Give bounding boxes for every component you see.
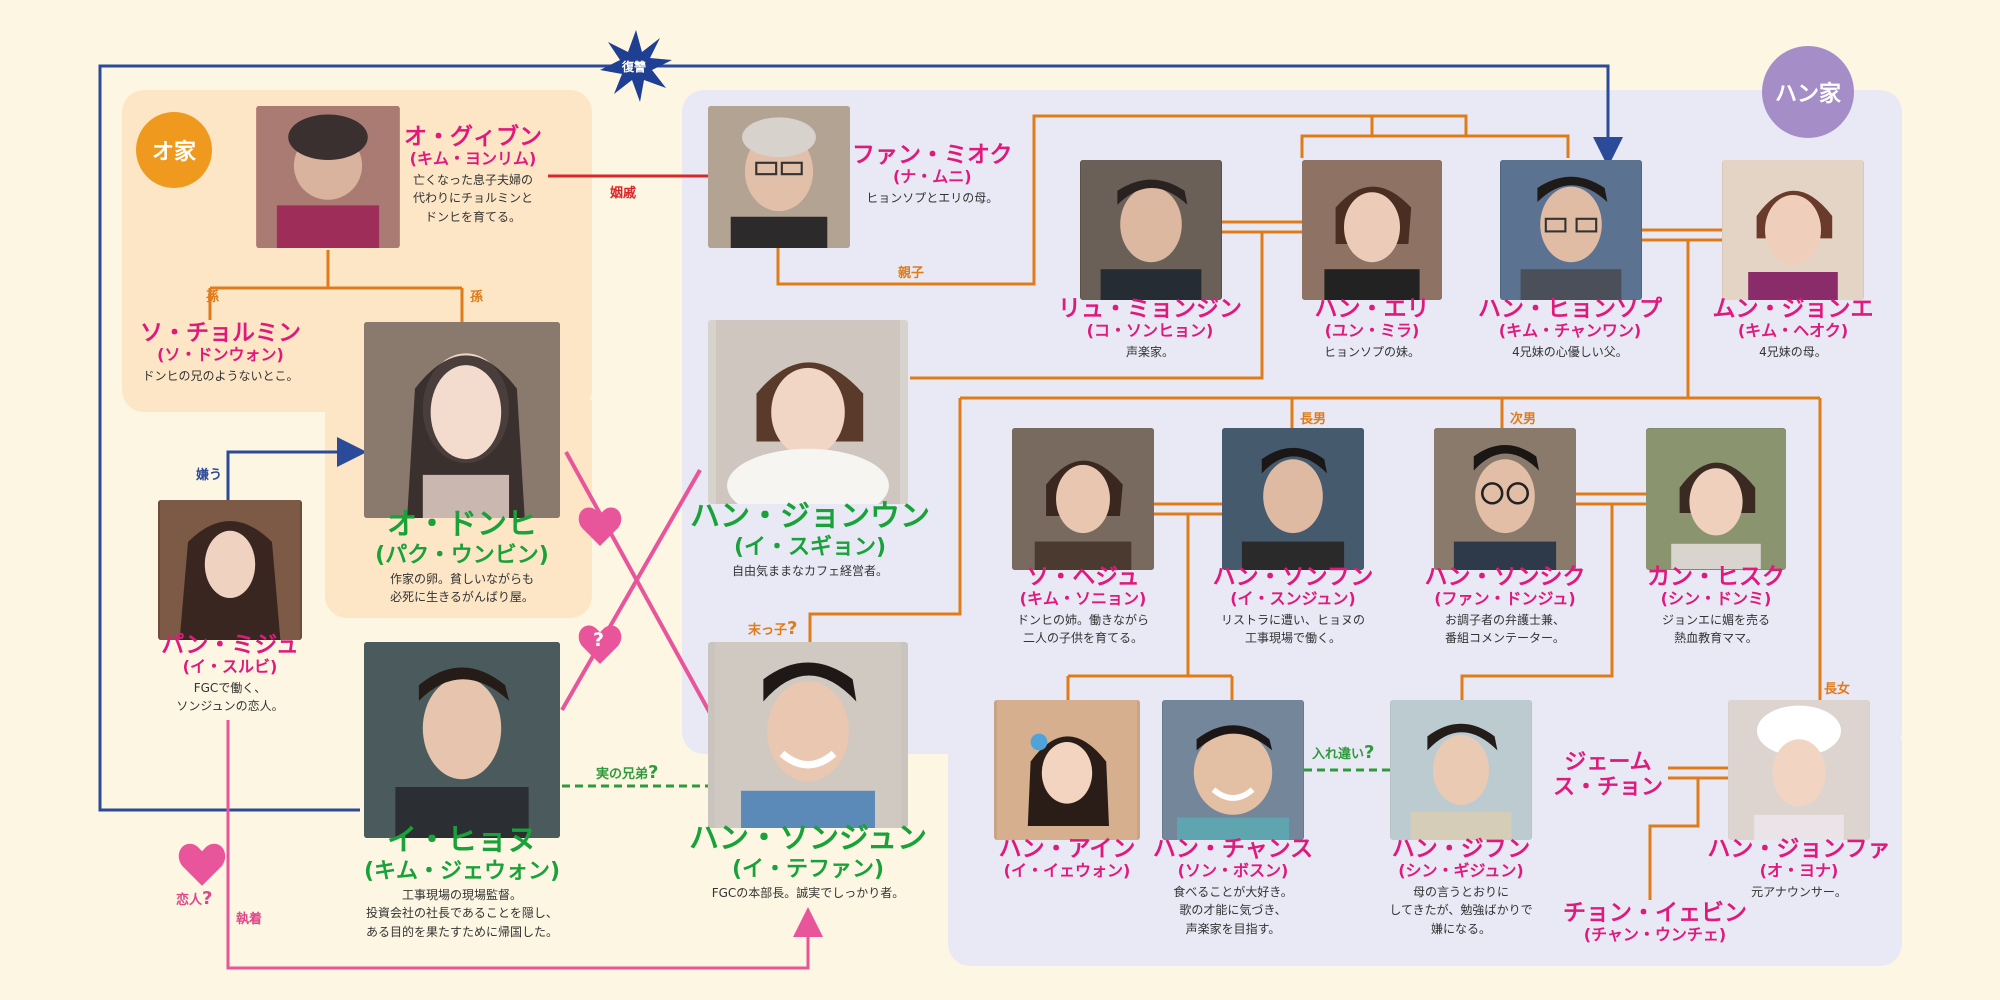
photo-han-jeongun: [708, 320, 908, 504]
char-james-chon: ジェームス・チョン: [1552, 750, 1663, 801]
char-han-jeonghwa: ハン・ジョンファ (オ・ヨナ) 元アナウンサー。: [1707, 836, 1891, 899]
char-kang-hisuk: カン・ヒスク (シン・ドンミ) ジョンエに媚を売る 熱血教育ママ。: [1647, 564, 1785, 646]
starburst-icon: 復讐: [600, 30, 672, 102]
char-mun-jeonge: ムン・ジョンエ (キム・ヘオク) 4兄妹の母。: [1712, 296, 1874, 359]
char-oh-donghee: オ・ドンヒ (パク・ウンビン) 作家の卵。貧しいながらも 必死に生きるがんばり屋…: [375, 507, 549, 605]
oh-family-badge: オ家: [136, 112, 212, 188]
photo-mun-jeonge: [1722, 160, 1864, 300]
char-pan-miju: パン・ミジュ (イ・スルビ) FGCで働く、 ソンジュンの恋人。: [161, 632, 299, 714]
dislike-line: [226, 437, 367, 500]
label-youngest: 末っ子?: [748, 618, 798, 639]
char-han-sonjun: ハン・ソンジュン (イ・テファン) FGCの本部長。誠実でしっかり者。: [689, 821, 927, 900]
char-han-chansu: ハン・チャンス (ソン・ボスン) 食べることが大好き。 歌の才能に気づき、 声楽…: [1152, 836, 1314, 937]
photo-han-chansu: [1162, 700, 1304, 840]
char-han-sonsik: ハン・ソンシク (ファン・ドンジュ) お調子者の弁護士兼、 番組コメンテーター。: [1424, 564, 1586, 646]
label-eldest-son: 長男: [1300, 412, 1327, 427]
photo-han-hyeonsop: [1500, 160, 1642, 300]
photo-kang-hisuk: [1646, 428, 1786, 570]
photo-han-ain: [994, 700, 1140, 840]
label-real-brothers: 実の兄弟?: [596, 762, 659, 783]
char-ryu-myeongjin: リュ・ミョンジン (コ・ソンヒョン) 声楽家。: [1058, 296, 1242, 359]
label-dislike: 嫌う: [196, 468, 223, 483]
char-oh-gwibun: オ・グィブン (キム・ヨンリム) 亡くなった息子夫婦の 代わりにチョルミンと ド…: [404, 124, 542, 225]
photo-hwang-miok: [708, 106, 850, 248]
obsession-line: [226, 720, 823, 970]
revenge-line: [98, 64, 1623, 812]
heart-lovers-icon: [178, 842, 226, 886]
char-chon-iebin: チョン・イェビン (チャン・ウンチェ): [1563, 900, 1747, 945]
photo-ryu-myeongjin: [1080, 160, 1222, 300]
heart-question-icon: ?: [578, 624, 622, 664]
char-han-jifun: ハン・ジフン (シン・ギジュン) 母の言うとおりに してきたが、勉強ばかりで 嫌…: [1389, 836, 1533, 937]
char-han-eri: ハン・エリ (ユン・ミラ) ヒョンソプの妹。: [1314, 296, 1430, 359]
photo-oh-gwibun: [256, 106, 400, 248]
label-lovers: 恋人?: [176, 888, 213, 909]
photo-lee-hyonu: [364, 642, 560, 838]
photo-oh-donghee: [364, 322, 560, 518]
char-so-cheolmin: ソ・チョルミン (ソ・ドンウォン) ドンヒの兄のようないとこ。: [140, 320, 301, 383]
photo-han-sonjun: [708, 642, 908, 828]
char-so-heju: ソ・ヘジュ (キム・ソニョン) ドンヒの姉。働きながら 二人の子供を育てる。: [1016, 564, 1149, 646]
love-line-donghee-sonjun: [564, 451, 718, 725]
heart-icon: [578, 506, 622, 546]
photo-pan-miju: [158, 500, 302, 640]
char-han-sonfun: ハン・ソンフン (イ・スンジュン) リストラに遭い、ヒョヌの 工事現場で働く。: [1212, 564, 1374, 646]
photo-han-eri: [1302, 160, 1442, 300]
photo-han-jifun: [1390, 700, 1532, 840]
love-line-hyonu-jeongun: [560, 469, 702, 711]
label-eldest-daughter: 長女: [1824, 682, 1851, 697]
photo-so-heju: [1012, 428, 1154, 570]
label-second-son: 次男: [1510, 412, 1537, 427]
label-swapped: 入れ違い?: [1312, 742, 1375, 763]
label-grandchild-1: 孫: [206, 290, 220, 305]
photo-han-sonfun: [1222, 428, 1364, 570]
label-grandchild-2: 孫: [470, 290, 484, 305]
char-han-hyeonsop: ハン・ヒョンソプ (キム・チャンワン) 4兄妹の心優しい父。: [1478, 296, 1662, 359]
photo-han-sonsik: [1434, 428, 1576, 570]
char-lee-hyonu: イ・ヒョヌ (キム・ジェウォン) 工事現場の現場監督。 投資会社の社長であること…: [363, 823, 561, 939]
photo-han-jeonghwa: [1728, 700, 1870, 840]
char-han-jeongun: ハン・ジョンウン (イ・スギョン) 自由気ままなカフェ経営者。: [690, 499, 930, 578]
label-in-law: 姻戚: [610, 186, 637, 201]
char-hwang-miok: ファン・ミオク (ナ・ムニ) ヒョンソプとエリの母。: [852, 142, 1013, 205]
han-family-badge: ハン家: [1762, 46, 1854, 138]
label-obsession: 執着: [236, 912, 263, 927]
label-parent-child: 親子: [898, 266, 925, 281]
char-han-ain: ハン・アイン (イ・イェウォン): [998, 836, 1136, 881]
